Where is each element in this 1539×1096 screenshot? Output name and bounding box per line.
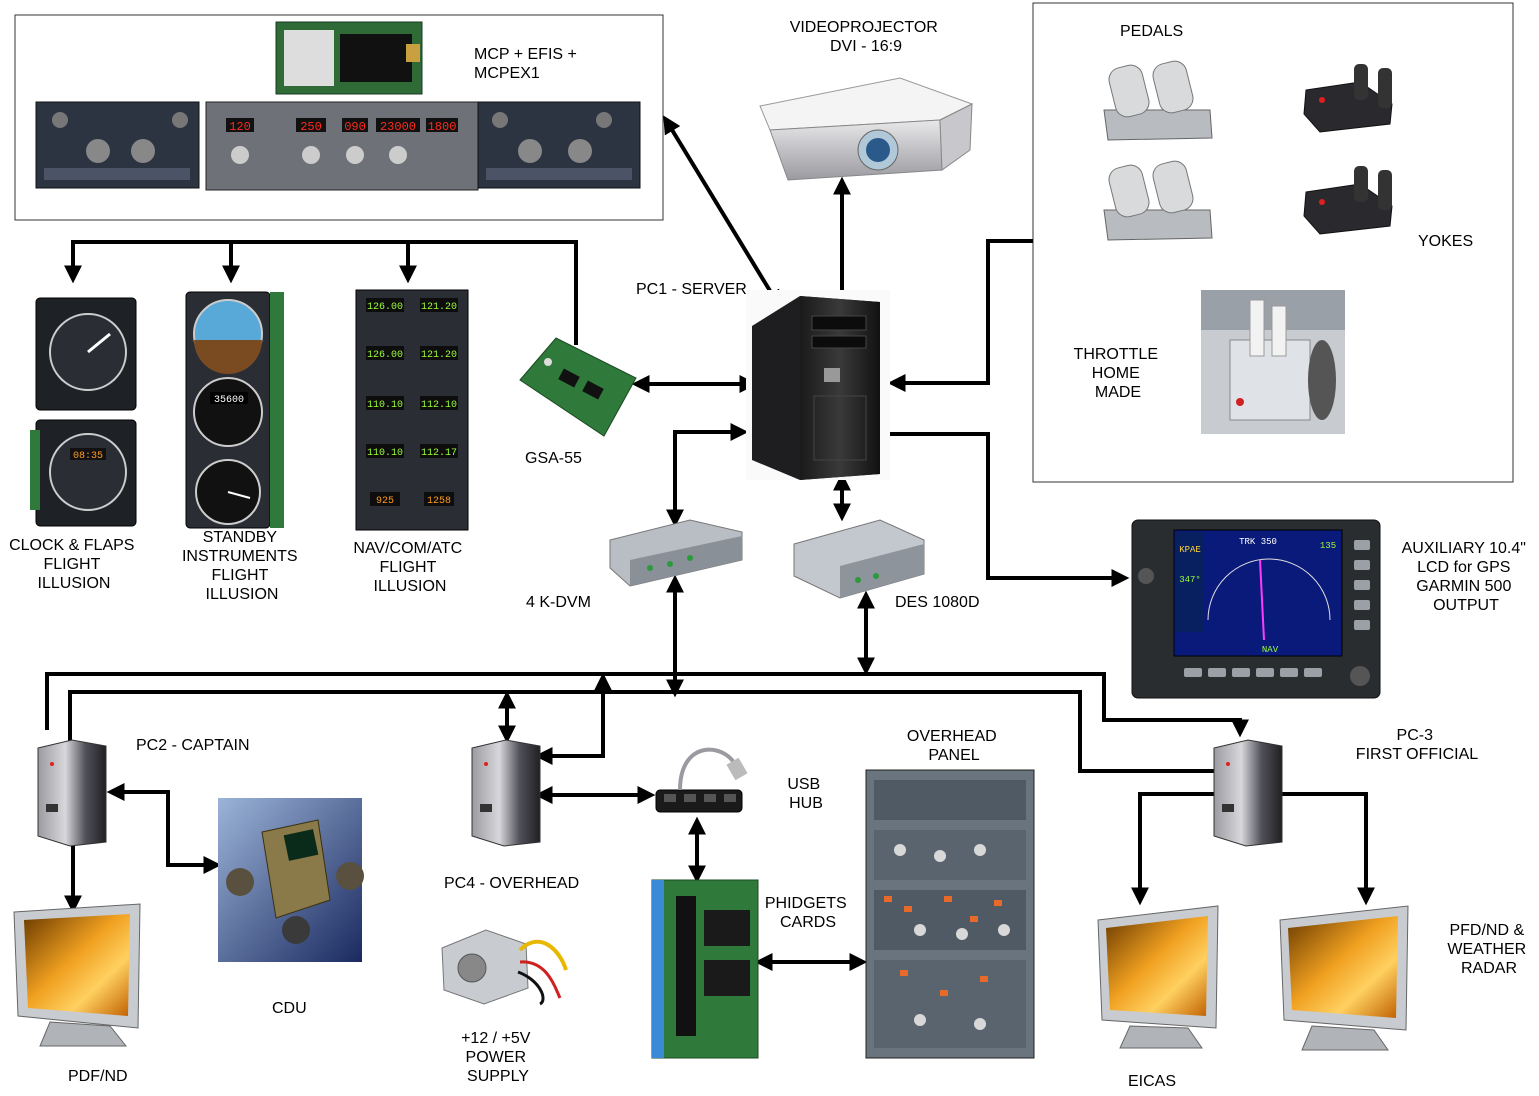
mcp-altitude-readout: 23000	[380, 120, 416, 134]
mcp-group-frame	[14, 14, 664, 221]
pc3-label: PC-3 FIRST OFFICIAL	[1356, 727, 1478, 763]
garmin-gps-unit: KPAE 347° TRK 350 135 NAV	[1131, 519, 1381, 699]
mcp-panel: 120 250 090 23000 1800	[205, 101, 479, 191]
gps-speed-readout: 135	[1320, 541, 1336, 551]
standby-altimeter-readout: 35600	[214, 395, 244, 406]
standby-instruments: 35600	[185, 291, 284, 529]
monitor-pdf-nd	[13, 903, 141, 1047]
pdf-nd-label: PDF/ND	[68, 1068, 128, 1085]
kdvm-label: 4 K-DVM	[526, 594, 591, 611]
phidgets-cards-image	[651, 879, 759, 1059]
kvm-switch-image	[609, 519, 743, 587]
pc2-captain-computer	[37, 739, 107, 847]
pedals-label: PEDALS	[1120, 23, 1183, 40]
power-supply-image	[441, 929, 568, 1006]
usb-hub-image	[655, 747, 748, 813]
overhead-panel-label: OVERHEAD PANEL	[907, 728, 1001, 764]
videoprojector-image	[759, 77, 974, 181]
monitor-pfd-weather	[1279, 905, 1409, 1051]
pc2-captain-label: PC2 - CAPTAIN	[136, 737, 250, 754]
gps-mode-readout: NAV	[1262, 645, 1279, 655]
gps-track-readout: TRK 350	[1239, 537, 1277, 547]
yoke-image-2	[1303, 166, 1393, 235]
pc1-server-label: PC1 - SERVER	[636, 281, 747, 298]
throttle-label: THROTTLE HOME MADE	[1074, 346, 1163, 401]
nav-com-atc-label: NAV/COM/ATC FLIGHT ILLUSION	[353, 540, 466, 595]
des1080d-switch-image	[793, 519, 925, 599]
mcpex1-board	[275, 21, 423, 95]
pc3-first-official-computer	[1213, 739, 1283, 847]
nav-active-1: 126.00	[367, 302, 403, 313]
gsa55-board	[519, 337, 637, 437]
usb-hub-label: USB HUB	[787, 776, 824, 812]
standby-instruments-label: STANDBY INSTRUMENTS FLIGHT ILLUSION	[182, 529, 302, 603]
atc-mode-readout: 925	[376, 496, 394, 507]
nav-standby-3: 112.10	[421, 400, 457, 411]
videoprojector-label: VIDEOPROJECTOR DVI - 16:9	[790, 19, 943, 55]
pfd-weather-label: PFD/ND & WEATHER RADAR	[1447, 922, 1530, 977]
pc4-overhead-computer	[471, 739, 541, 847]
monitor-eicas	[1097, 905, 1219, 1049]
throttle-image	[1201, 290, 1345, 434]
mcp-course-left: 120	[229, 120, 251, 134]
des1080d-label: DES 1080D	[895, 594, 980, 611]
cdu-image	[218, 798, 364, 962]
gps-dtk-readout: 347°	[1179, 575, 1201, 585]
cdu-label: CDU	[272, 1000, 307, 1017]
gsa55-label: GSA-55	[525, 450, 582, 467]
mcp-speed-readout: 250	[300, 120, 322, 134]
mcp-vs-readout: 1800	[428, 120, 457, 134]
mcp-label: MCP + EFIS + MCPEX1	[474, 46, 581, 82]
clock-time-readout: 08:35	[73, 451, 103, 462]
nav-standby-2: 121.20	[421, 350, 457, 361]
phidgets-label: PHIDGETS CARDS	[765, 895, 851, 931]
gps-waypoint-readout: KPAE	[1179, 545, 1201, 555]
nav-standby-1: 121.20	[421, 302, 457, 313]
clock-flaps-label: CLOCK & FLAPS FLIGHT ILLUSION	[9, 537, 139, 592]
pedals-image-1	[1103, 60, 1213, 141]
pc1-server-tower	[746, 290, 890, 480]
nav-standby-4: 112.17	[421, 448, 457, 459]
connection-lines	[45, 115, 1375, 971]
overhead-panel-image	[865, 769, 1035, 1059]
clock-flaps-instruments: 08:35	[30, 297, 137, 527]
yoke-image-1	[1303, 64, 1393, 133]
nav-com-atc-radios: 126.00 121.20 126.00 121.20 110.10 112.1…	[355, 289, 469, 531]
nav-active-4: 110.10	[367, 448, 403, 459]
atc-code-readout: 1258	[427, 496, 451, 507]
mcp-heading-readout: 090	[344, 120, 366, 134]
efis-panel-left	[35, 101, 200, 189]
efis-panel-right	[477, 101, 641, 189]
nav-active-2: 126.00	[367, 350, 403, 361]
pedals-image-2	[1103, 160, 1213, 241]
eicas-label: EICAS	[1128, 1073, 1176, 1090]
yokes-label: YOKES	[1418, 233, 1473, 250]
auxiliary-gps-label: AUXILIARY 10.4" LCD for GPS GARMIN 500 O…	[1402, 540, 1531, 614]
nav-active-3: 110.10	[367, 400, 403, 411]
power-supply-label: +12 / +5V POWER SUPPLY	[461, 1030, 535, 1085]
pc4-overhead-label: PC4 - OVERHEAD	[444, 875, 579, 892]
